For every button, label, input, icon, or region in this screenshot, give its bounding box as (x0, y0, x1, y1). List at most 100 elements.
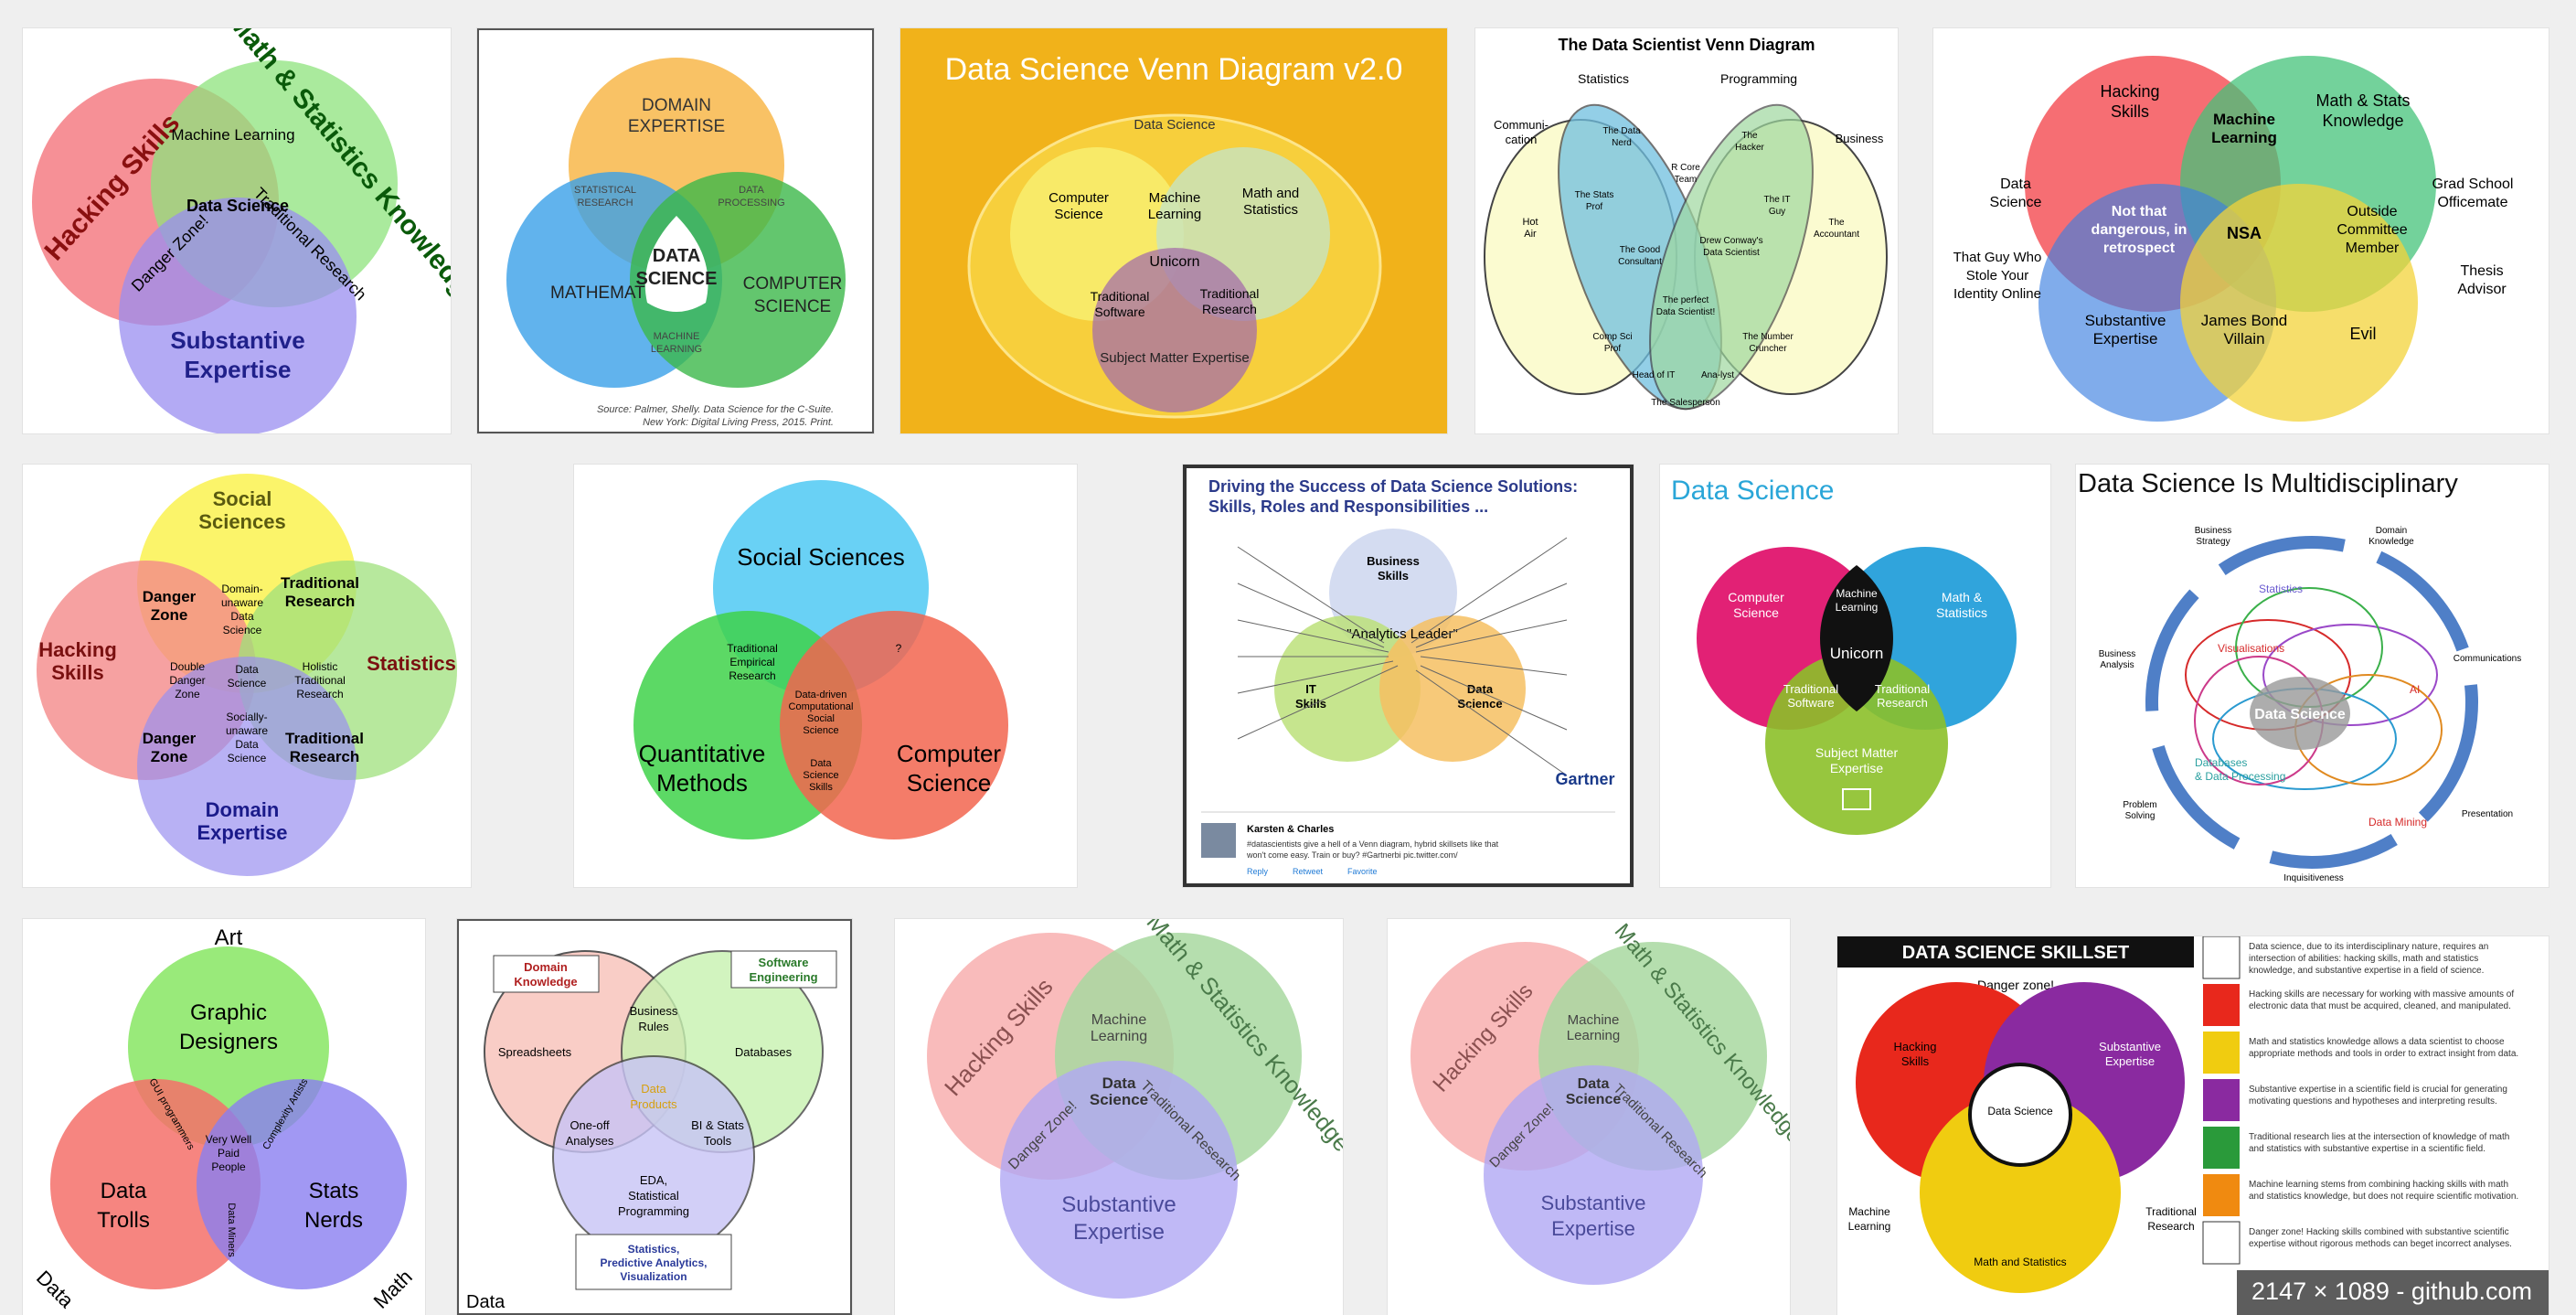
svg-text:Thesis: Thesis (2460, 263, 2503, 279)
svg-text:Hacking: Hacking (2100, 82, 2159, 101)
svg-text:Accountant: Accountant (1814, 230, 1859, 240)
result-5[interactable]: Hacking Skills Math & Stats Knowledge Ma… (1933, 28, 2549, 433)
svg-text:Traditional: Traditional (1875, 682, 1930, 696)
svg-text:PROCESSING: PROCESSING (718, 198, 784, 208)
svg-text:Data: Data (230, 610, 254, 623)
svg-text:Stats: Stats (309, 1179, 359, 1203)
svg-text:Data Scientist!: Data Scientist! (1656, 307, 1715, 317)
label-evil: Evil (2349, 325, 2376, 343)
svg-text:Math and statistics knowledge: Math and statistics knowledge allows a d… (2249, 1037, 2505, 1047)
result-9[interactable]: Data Science Computer Science Math & Sta… (1660, 465, 2050, 887)
result-7[interactable]: Social Sciences Quantitative Methods Com… (574, 465, 1077, 887)
svg-text:Data: Data (641, 1082, 666, 1096)
svg-text:Double: Double (170, 660, 205, 673)
result-11[interactable]: Art Graphic Designers Data Trolls Stats … (23, 919, 425, 1315)
svg-text:Methods: Methods (656, 769, 748, 796)
svg-text:Data: Data (1578, 1076, 1610, 1092)
svg-text:The IT: The IT (1764, 195, 1791, 205)
svg-text:cation: cation (1506, 133, 1538, 146)
label-math: MATHEMATICS (550, 283, 674, 303)
result-8[interactable]: Driving the Success of Data Science Solu… (1183, 465, 1634, 887)
source-line-1: Source: Palmer, Shelly. Data Science for… (597, 404, 834, 415)
svg-text:Products: Products (630, 1097, 677, 1111)
svg-text:Head of IT: Head of IT (1633, 370, 1676, 380)
label-leader: "Analytics Leader" (1347, 626, 1458, 642)
svg-text:Expertise: Expertise (1073, 1220, 1165, 1245)
svg-text:Learning: Learning (1148, 207, 1201, 222)
svg-text:Research: Research (2147, 1220, 2194, 1233)
result-6[interactable]: Social Sciences Hacking Skills Statistic… (23, 465, 471, 887)
result-1[interactable]: Hacking Skills Math & Statistics Knowled… (23, 28, 451, 433)
title: Data Science Venn Diagram v2.0 (945, 52, 1403, 87)
svg-text:Hacking: Hacking (38, 638, 117, 661)
svg-text:Science: Science (1733, 605, 1779, 620)
svg-text:Danger: Danger (169, 674, 205, 687)
svg-text:Traditional: Traditional (1091, 289, 1150, 304)
svg-text:Databases: Databases (2195, 756, 2247, 769)
svg-text:IT: IT (1305, 682, 1316, 696)
result-3[interactable]: Data Science Venn Diagram v2.0 Data Scie… (900, 28, 1447, 433)
svg-text:knowledge, and substantive exp: knowledge, and substantive expertise in … (2249, 966, 2484, 976)
svg-text:unaware: unaware (221, 596, 263, 609)
result-15[interactable]: DATA SCIENCE SKILLSET Danger zone! Hacki… (1837, 936, 2549, 1315)
svg-text:Data Mining: Data Mining (2368, 816, 2427, 829)
svg-text:Outside: Outside (2347, 204, 2397, 219)
svg-text:Danger: Danger (143, 730, 197, 747)
svg-text:Business: Business (1367, 554, 1420, 568)
svg-text:Math and: Math and (1242, 186, 1300, 201)
label-gartner: Gartner (1555, 770, 1614, 788)
venn-joke: Hacking Skills Math & Stats Knowledge Ma… (1953, 56, 2514, 422)
svg-text:Zone: Zone (175, 688, 200, 700)
svg-text:Subject Matter: Subject Matter (1815, 745, 1899, 760)
svg-text:Zone: Zone (151, 606, 188, 624)
svg-text:Expertise: Expertise (197, 821, 287, 844)
svg-text:Very Well: Very Well (206, 1133, 251, 1146)
svg-text:Danger zone! Hacking skills co: Danger zone! Hacking skills combined wit… (2249, 1227, 2509, 1237)
svg-text:Stole Your: Stole Your (1966, 268, 2028, 283)
svg-text:SCIENCE: SCIENCE (636, 269, 718, 289)
svg-text:Research: Research (285, 593, 356, 610)
svg-text:& Data Processing: & Data Processing (2195, 770, 2285, 783)
svg-text:Grad School: Grad School (2432, 176, 2514, 192)
svg-text:Science: Science (1990, 195, 2042, 210)
svg-text:Hot: Hot (1522, 217, 1538, 228)
svg-text:Data Science: Data Science (2254, 707, 2346, 722)
svg-text:Rules: Rules (638, 1020, 669, 1033)
svg-text:Science: Science (1566, 1092, 1622, 1107)
svg-text:Software: Software (1094, 305, 1144, 319)
svg-text:retrospect: retrospect (2103, 241, 2176, 256)
svg-text:Substantive: Substantive (1541, 1192, 1646, 1214)
result-4[interactable]: The Data Scientist Venn Diagram Statisti… (1475, 28, 1898, 433)
svg-text:Science: Science (907, 769, 992, 796)
result-2[interactable]: DOMAIN EXPERTISE MATHEMATICS COMPUTER SC… (477, 28, 874, 433)
svg-text:Paid: Paid (218, 1147, 240, 1160)
svg-text:The: The (1741, 131, 1758, 141)
svg-text:Knowledge: Knowledge (514, 975, 577, 989)
svg-text:Zone: Zone (151, 748, 188, 765)
svg-text:Learning: Learning (1567, 1028, 1620, 1043)
retweet-link[interactable]: Retweet (1293, 867, 1324, 876)
svg-text:Business: Business (2099, 649, 2136, 659)
svg-text:Computer: Computer (1048, 190, 1109, 206)
svg-text:The Good: The Good (1620, 245, 1660, 255)
title: The Data Scientist Venn Diagram (1558, 36, 1815, 54)
result-10[interactable]: Data Science Is Multidisciplinary Data S… (2076, 465, 2549, 887)
reply-link[interactable]: Reply (1247, 867, 1269, 876)
svg-text:Data: Data (235, 738, 259, 751)
result-13[interactable]: Hacking Skills Math & Statistics Knowled… (895, 919, 1343, 1315)
svg-text:Skills: Skills (1901, 1054, 1930, 1068)
svg-text:Traditional: Traditional (281, 574, 359, 592)
svg-text:EDA,: EDA, (640, 1173, 667, 1187)
svg-text:Expertise: Expertise (184, 356, 291, 383)
svg-text:Substantive: Substantive (2099, 1040, 2161, 1053)
svg-text:appropriate methods and tools: appropriate methods and tools in order t… (2249, 1049, 2518, 1059)
svg-text:Consultant: Consultant (1618, 257, 1662, 267)
favorite-link[interactable]: Favorite (1347, 867, 1378, 876)
result-14[interactable]: Hacking Skills Math & Statistics Knowled… (1388, 919, 1790, 1315)
svg-text:Designers: Designers (179, 1030, 278, 1054)
result-12[interactable]: Domain Knowledge Software Engineering Sp… (457, 919, 852, 1315)
svg-text:Machine: Machine (2213, 111, 2275, 128)
svg-text:Inquisitiveness: Inquisitiveness (2283, 873, 2344, 883)
svg-text:Machine: Machine (1568, 1012, 1620, 1028)
venn-four: Social Sciences Hacking Skills Statistic… (37, 474, 457, 876)
